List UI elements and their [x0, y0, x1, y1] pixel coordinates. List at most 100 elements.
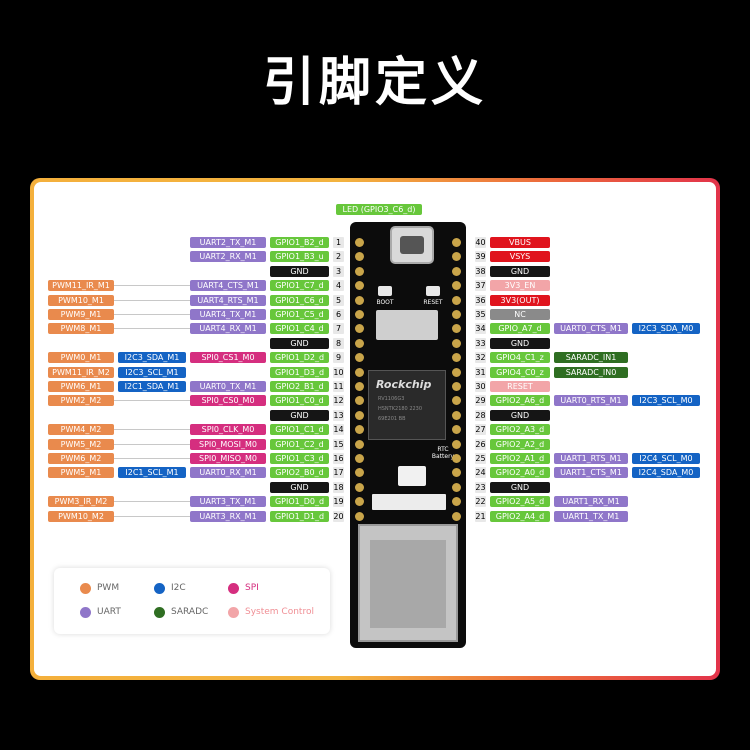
pin-number: 37 [475, 280, 486, 291]
uart-label: UART0_RX_M1 [190, 467, 266, 478]
legend-label: PWM [97, 583, 120, 593]
pin-number: 34 [475, 323, 486, 334]
boot-button [378, 286, 392, 296]
pin-number: 29 [475, 395, 486, 406]
pin-number: 10 [333, 367, 344, 378]
pin-pad [452, 483, 461, 492]
legend-swatch [154, 583, 165, 594]
saradc-label: SARADC_IN1 [554, 352, 628, 363]
pin-pad [452, 296, 461, 305]
pin-number: 21 [475, 511, 486, 522]
pin-number: 20 [333, 511, 344, 522]
pin-number: 31 [475, 367, 486, 378]
pin-number: 8 [333, 338, 344, 349]
rtc-battery-connector [398, 466, 426, 486]
gpio-label: GPIO1_B3_u [270, 251, 329, 262]
gnd-label: GND [490, 410, 550, 421]
pin-number: 18 [333, 482, 344, 493]
chip-marking: RV1106G3 [378, 396, 405, 402]
pin-pad [355, 267, 364, 276]
gpio-label: GPIO4_C1_z [490, 352, 550, 363]
i2c-label: I2C1_SDA_M1 [118, 381, 186, 392]
pin-pad [452, 382, 461, 391]
uart-label: UART2_RX_M1 [190, 251, 266, 262]
pin-pad [355, 468, 364, 477]
gpio-label: GPIO_A7_d [490, 323, 550, 334]
uart-label: UART1_RTS_M1 [554, 453, 628, 464]
pin-pad [355, 339, 364, 348]
legend-swatch [154, 607, 165, 618]
legend-label: SARADC [171, 607, 209, 617]
uart-label: UART0_TX_M1 [190, 381, 266, 392]
pin-pad [355, 368, 364, 377]
gpio-label: GPIO2_A1_d [490, 453, 550, 464]
pwm-label: PWM2_M2 [48, 395, 114, 406]
uart-label: UART0_RTS_M1 [554, 395, 628, 406]
pin-pad [355, 396, 364, 405]
gpio-label: GPIO1_D2_d [270, 352, 329, 363]
pin-number: 38 [475, 266, 486, 277]
uart-label: UART0_CTS_M1 [554, 323, 628, 334]
pin-pad [452, 440, 461, 449]
pwm-label: PWM6_M2 [48, 453, 114, 464]
connector-line [114, 400, 190, 401]
system-label: 3V3_EN [490, 280, 550, 291]
pin-pad [355, 252, 364, 261]
uart-label: UART4_CTS_M1 [190, 280, 266, 291]
pwm-label: PWM5_M1 [48, 467, 114, 478]
gnd-label: GND [270, 482, 329, 493]
pin-number: 3 [333, 266, 344, 277]
pin-pad [355, 353, 364, 362]
gpio-label: GPIO2_A6_d [490, 395, 550, 406]
power-label: 3V3(OUT) [490, 295, 550, 306]
i2c-label: I2C1_SCL_M1 [118, 467, 186, 478]
pin-number: 17 [333, 467, 344, 478]
pin-number: 28 [475, 410, 486, 421]
gpio-label: GPIO4_C0_z [490, 367, 550, 378]
pin-number: 13 [333, 410, 344, 421]
boot-label: BOOT [376, 299, 394, 306]
pin-pad [452, 368, 461, 377]
legend-swatch [228, 607, 239, 618]
i2c-label: I2C3_SDA_M1 [118, 352, 186, 363]
legend-swatch [80, 583, 91, 594]
pin-pad [452, 252, 461, 261]
pin-number: 7 [333, 323, 344, 334]
pwm-label: PWM3_IR_M2 [48, 496, 114, 507]
pin-pad [452, 512, 461, 521]
gpio-label: GPIO2_A4_d [490, 511, 550, 522]
system-label: RESET [490, 381, 550, 392]
pwm-label: PWM0_M1 [48, 352, 114, 363]
i2c-label: I2C3_SDA_M0 [632, 323, 700, 334]
legend-label: SPI [245, 583, 259, 593]
pwm-label: PWM6_M1 [48, 381, 114, 392]
gnd-label: GND [270, 410, 329, 421]
gpio-label: GPIO1_B2_d [270, 237, 329, 248]
gpio-label: GPIO1_C1_d [270, 424, 329, 435]
connector-line [114, 444, 190, 445]
pin-pad [452, 310, 461, 319]
pin-number: 19 [333, 496, 344, 507]
sd-card-slot [376, 310, 438, 340]
connector-line [114, 314, 190, 315]
connector-line [114, 328, 190, 329]
pin-number: 11 [333, 381, 344, 392]
connector-line [114, 300, 190, 301]
spi-label: SPI0_MOSI_M0 [190, 439, 266, 450]
page-title: 引脚定义 [262, 53, 487, 113]
i2c-label: I2C4_SDA_M0 [632, 467, 700, 478]
legend-label: UART [97, 607, 121, 617]
gpio-label: GPIO2_A3_d [490, 424, 550, 435]
soc-chip [368, 370, 446, 440]
legend-swatch [80, 607, 91, 618]
i2c-label: I2C3_SCL_M1 [118, 367, 186, 378]
usb-c-connector [390, 226, 434, 264]
pin-number: 12 [333, 395, 344, 406]
spi-label: SPI0_CLK_M0 [190, 424, 266, 435]
i2c-label: I2C3_SCL_M0 [632, 395, 700, 406]
gpio-label: GPIO2_A5_d [490, 496, 550, 507]
pin-number: 23 [475, 482, 486, 493]
pin-number: 6 [333, 309, 344, 320]
pin-pad [452, 497, 461, 506]
connector-line [114, 458, 190, 459]
